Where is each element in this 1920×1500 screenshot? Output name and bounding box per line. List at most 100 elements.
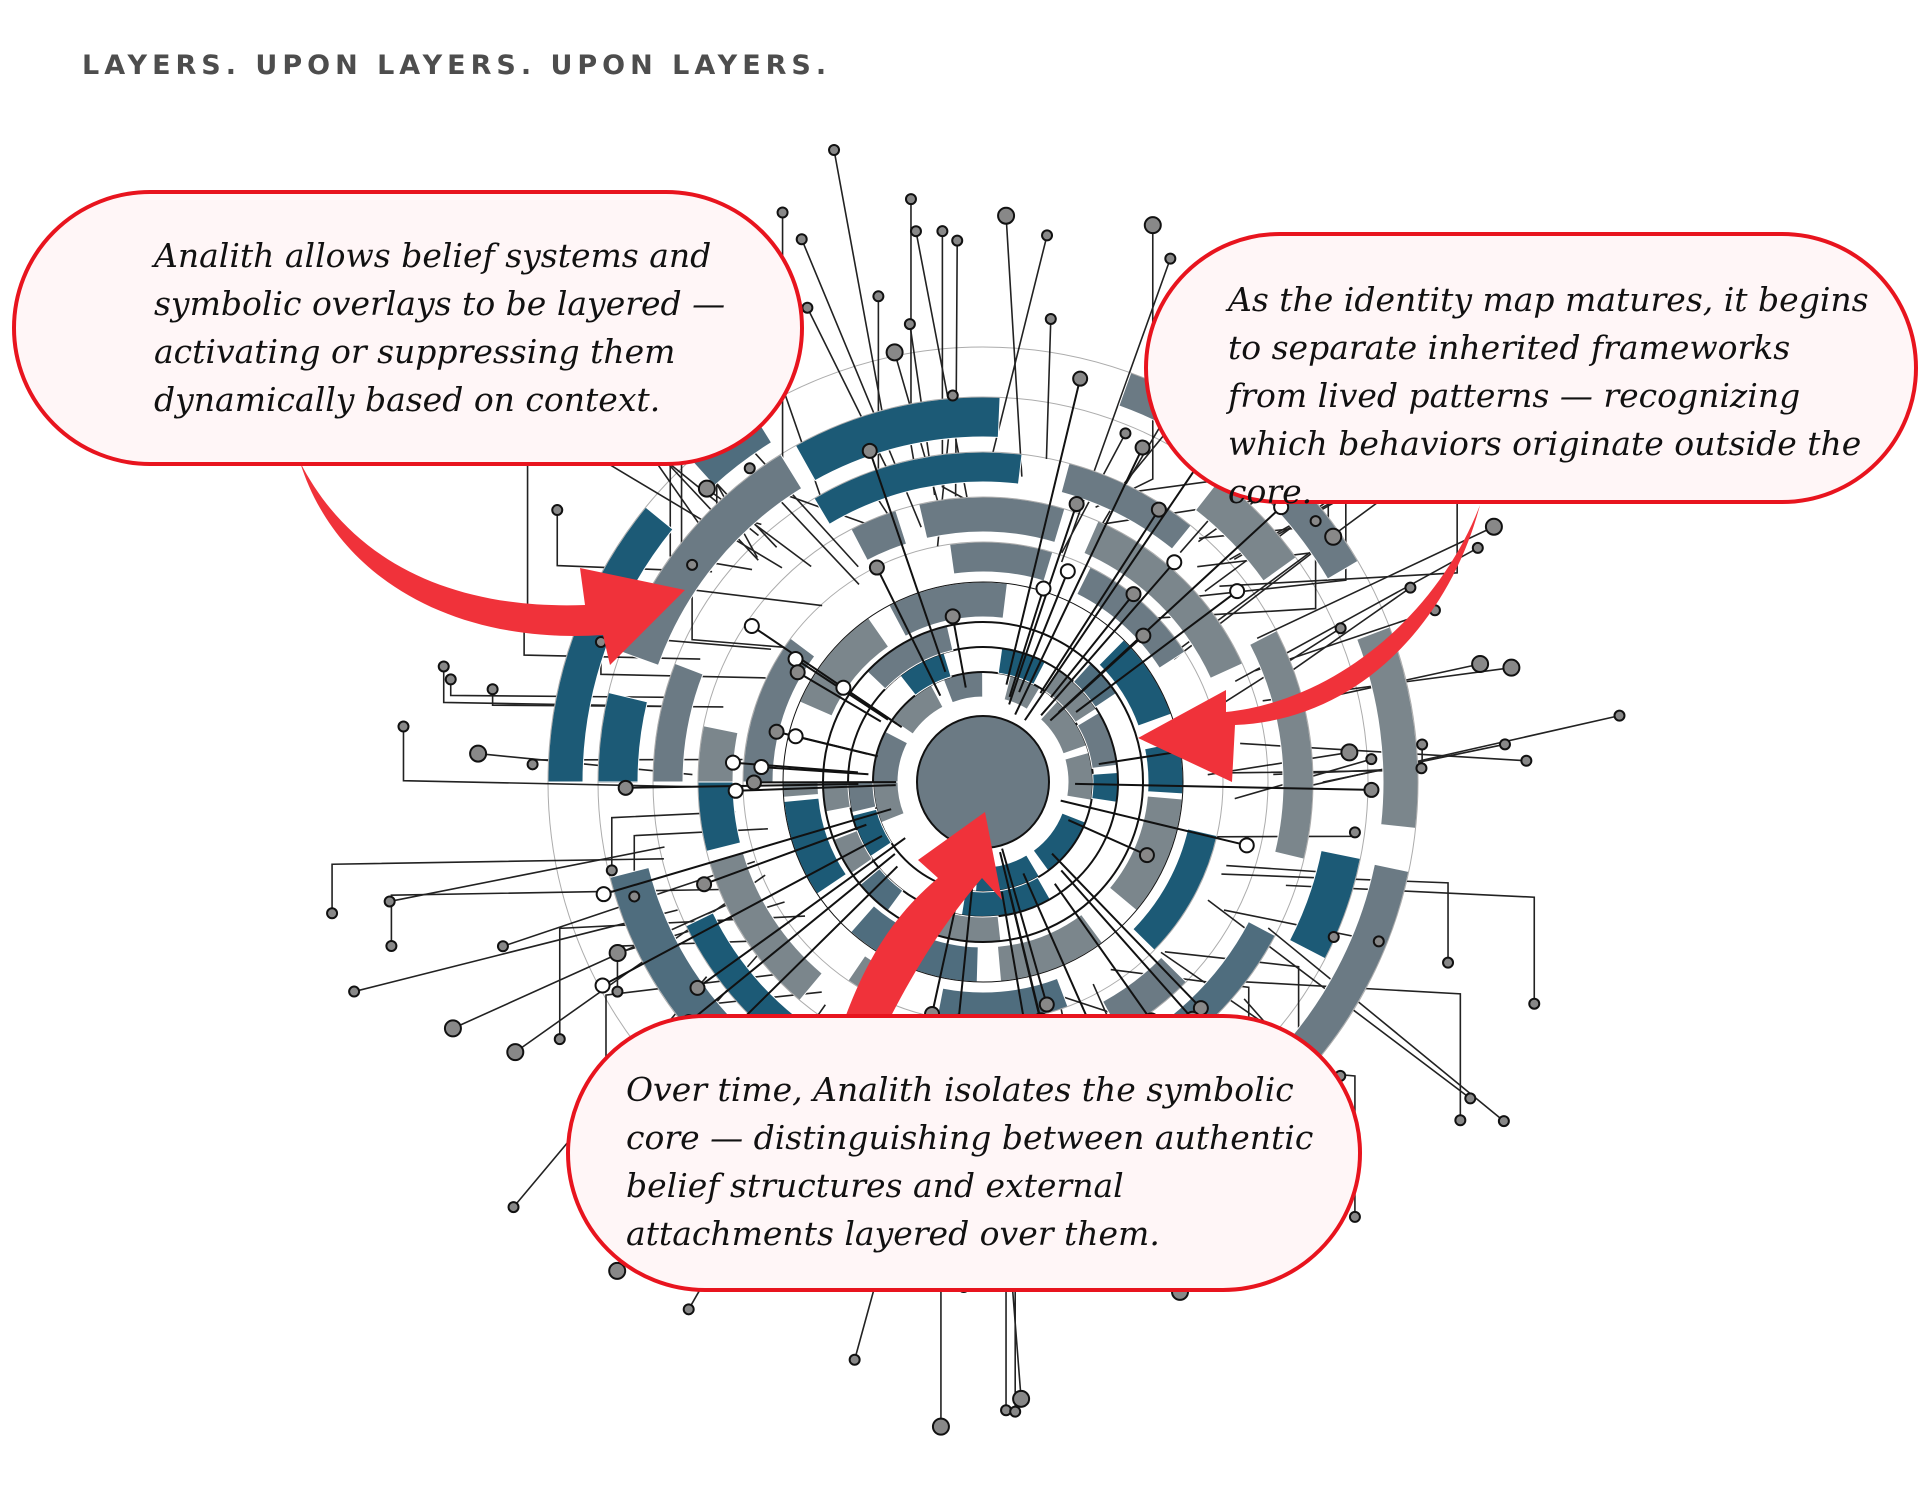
circuit-node-icon <box>1454 1114 1467 1127</box>
circuit-node-icon <box>753 759 770 776</box>
radial-spoke <box>1014 447 1144 716</box>
circuit-node-icon <box>383 895 396 908</box>
circuit-node-icon <box>828 144 841 156</box>
radial-spoke <box>1050 593 1135 698</box>
circuit-node-icon <box>595 886 612 903</box>
circuit-node-icon <box>1348 826 1361 839</box>
radial-spoke <box>1067 819 1148 857</box>
circuit-trace <box>1005 215 1023 477</box>
circuit-node-icon <box>1334 622 1347 635</box>
radial-spoke <box>1060 869 1194 1020</box>
ring-segment <box>813 451 1023 525</box>
circuit-node-icon <box>1143 216 1162 235</box>
radial-spoke <box>842 686 898 725</box>
circuit-node-icon <box>1520 754 1533 767</box>
radial-spoke <box>868 450 947 673</box>
circuit-node-icon <box>1404 581 1417 594</box>
ring-segment <box>850 510 908 562</box>
ring-segment <box>1101 956 1187 1033</box>
radial-spoke <box>688 853 896 1023</box>
circuit-node-icon <box>1442 956 1455 969</box>
curved-arrow-icon <box>1138 505 1480 782</box>
circuit-node-icon <box>776 206 789 219</box>
circuit-node-icon <box>1528 997 1541 1010</box>
circuit-node-icon <box>397 720 410 733</box>
radial-spoke <box>1051 852 1202 1009</box>
circuit-node-icon <box>611 985 624 998</box>
circuit-trace <box>591 453 783 569</box>
circuit-trace <box>954 240 959 497</box>
circuit-node-icon <box>1498 738 1511 751</box>
radial-spoke <box>797 671 882 723</box>
circuit-trace <box>556 510 713 573</box>
circuit-trace <box>452 893 751 1030</box>
circuit-node-icon <box>1044 312 1057 325</box>
circuit-node-icon <box>1415 762 1428 775</box>
circuit-node-icon <box>553 1033 566 1046</box>
ring-segment <box>708 851 823 1001</box>
circuit-node-icon <box>1125 586 1142 603</box>
circuit-node-icon <box>931 1417 950 1436</box>
radial-spoke <box>1075 590 1238 713</box>
ring-segment <box>1091 772 1119 803</box>
circuit-node-icon <box>1363 781 1380 798</box>
circuit-node-icon <box>696 876 713 893</box>
radial-spoke <box>1018 570 1069 693</box>
circuit-node-icon <box>682 1303 695 1316</box>
ring-segment <box>949 541 1054 582</box>
circuit-node-icon <box>1134 439 1151 456</box>
circuit-node-icon <box>951 234 964 247</box>
circuit-node-icon <box>689 979 706 996</box>
radial-spoke <box>931 903 958 1015</box>
callout-arrows <box>300 462 1480 1018</box>
ring-segment <box>1064 751 1094 801</box>
circuit-node-icon <box>1324 527 1343 546</box>
circuit-node-icon <box>1009 1405 1022 1418</box>
ring-segment <box>859 867 904 912</box>
circuit-node-icon <box>486 683 499 696</box>
circuit-node-icon <box>1471 655 1490 674</box>
circuit-trace <box>669 432 753 571</box>
circuit-node-icon <box>1340 743 1359 762</box>
circuit-node-icon <box>385 939 398 952</box>
circuit-node-icon <box>1416 738 1429 751</box>
callout-layered-belief-systems: Analith allows belief systems and symbol… <box>12 190 804 466</box>
circuit-node-icon <box>1012 1389 1031 1408</box>
circuit-node-icon <box>1068 496 1085 513</box>
circuit-trace <box>402 726 691 788</box>
circuit-trace <box>610 810 736 871</box>
ring-segment <box>918 496 1066 544</box>
circuit-trace <box>1221 873 1449 963</box>
circuit-node-icon <box>443 1019 462 1038</box>
circuit-node-icon <box>594 977 611 994</box>
circuit-node-icon <box>872 290 885 303</box>
circuit-node-icon <box>835 679 852 696</box>
ring-segment <box>652 662 704 783</box>
circuit-node-icon <box>903 318 916 331</box>
ring-segment <box>794 396 1001 482</box>
circuit-node-icon <box>1059 563 1076 580</box>
radial-spoke <box>1024 462 1201 721</box>
radial-spoke <box>1008 588 1045 698</box>
circuit-node-icon <box>1348 1210 1361 1223</box>
circuit-node-icon <box>444 673 457 686</box>
circuit-node-icon <box>944 608 961 625</box>
radial-spoke <box>735 784 896 792</box>
ring-segment <box>1076 566 1186 669</box>
ring-segment <box>597 691 649 783</box>
circuit-node-icon <box>787 651 804 668</box>
circuit-node-icon <box>686 558 699 571</box>
circuit-trace <box>442 666 675 708</box>
circuit-node-icon <box>1309 515 1322 528</box>
circuit-node-icon <box>1150 501 1167 518</box>
radial-spoke <box>1039 509 1160 694</box>
circuit-node-icon <box>1035 580 1052 597</box>
circuit-node-icon <box>997 206 1016 225</box>
radial-spoke <box>602 835 883 987</box>
page-title: Layers. Upon layers. Upon layers. <box>82 50 832 81</box>
radial-spoke <box>625 783 859 789</box>
circuit-node-icon <box>1164 252 1177 265</box>
circuit-node-icon <box>1372 935 1385 948</box>
radial-spoke <box>951 616 967 688</box>
circuit-trace <box>1267 927 1505 1122</box>
